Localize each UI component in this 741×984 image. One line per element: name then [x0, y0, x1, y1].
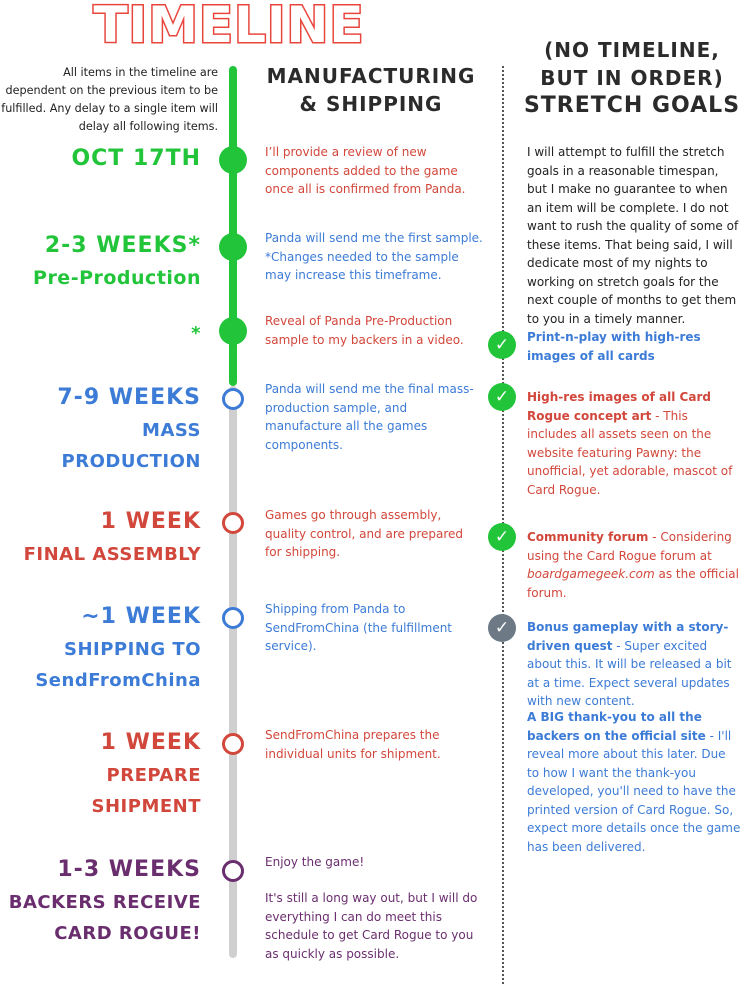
check-icon-1: ✓ [488, 331, 516, 359]
timeline-label-6-main: ~1 WEEK [81, 604, 201, 629]
stretch-goal-2-title: High-res images of all Card Rogue concep… [527, 390, 711, 423]
timeline-track-pending [229, 386, 237, 958]
stretch-goals-header: (NO TIMELINE, BUT IN ORDER) STRETCH GOAL… [520, 36, 741, 120]
stretch-goal-3: Community forum - Considering using the … [527, 528, 741, 602]
timeline-dot-4 [222, 388, 244, 410]
stretch-goal-5-title: A BIG thank-you to all the backers on th… [527, 710, 706, 743]
stretch-goal-4-body: - Super excited about this. It will be r… [527, 638, 732, 709]
stretch-header-line-3: STRETCH GOALS [523, 93, 741, 118]
timeline-label-1-main: OCT 17TH [71, 146, 201, 171]
stretch-goal-5: A BIG thank-you to all the backers on th… [527, 708, 741, 856]
timeline-label-4: 7-9 WEEKS MASS PRODUCTION [57, 381, 201, 477]
check-icon-4: ✓ [488, 614, 516, 642]
timeline-label-8: 1-3 WEEKS BACKERS RECEIVE CARD ROGUE! [9, 853, 201, 949]
check-icon-3: ✓ [488, 523, 516, 551]
timeline-desc-3: Reveal of Panda Pre-Production sample to… [265, 314, 464, 347]
timeline-desc-8b: It's still a long way out, but I will do… [265, 891, 478, 961]
timeline-desc-8: Enjoy the game! [265, 855, 365, 869]
timeline-label-3-main: * [191, 323, 201, 344]
timeline-track-complete [229, 66, 237, 386]
stretch-header-line-2: BUT IN ORDER) [540, 66, 724, 90]
timeline-desc-7: SendFromChina prepares the individual un… [265, 728, 441, 761]
stretch-goal-2-body: - This includes all assets seen on the w… [527, 408, 733, 497]
timeline-label-2-sub: Pre-Production [33, 267, 201, 289]
manufacturing-header-line-1: MANUFACTURING [266, 64, 476, 88]
timeline-dot-2 [219, 233, 247, 261]
stretch-goal-1-title: Print-n-play with high-res images of all… [527, 330, 701, 363]
page-title: TIMELINE [92, 0, 365, 56]
timeline-dot-8 [222, 860, 244, 882]
timeline-label-8-main: 1-3 WEEKS [57, 857, 201, 882]
timeline-dot-7 [222, 733, 244, 755]
stretch-goal-1: Print-n-play with high-res images of all… [527, 328, 741, 365]
timeline-label-8-sub: BACKERS RECEIVE CARD ROGUE! [8, 892, 201, 944]
stretch-goal-3-body-pre: - Considering using the Card Rogue forum… [527, 530, 732, 563]
timeline-label-3: * [191, 318, 201, 349]
stretch-goal-3-link: boardgamegeek.com [527, 567, 655, 581]
timeline-desc-5: Games go through assembly, quality contr… [265, 508, 464, 559]
timeline-label-2: 2-3 WEEKS* Pre-Production [33, 229, 201, 294]
timeline-label-4-sub: MASS PRODUCTION [61, 420, 201, 472]
timeline-label-2-main: 2-3 WEEKS* [44, 233, 201, 258]
timeline-dot-5 [222, 512, 244, 534]
timeline-label-7-main: 1 WEEK [100, 730, 201, 755]
timeline-label-4-main: 7-9 WEEKS [57, 385, 201, 410]
intro-note: All items in the timeline are dependent … [1, 66, 218, 133]
timeline-desc-1: I’ll provide a review of new components … [265, 145, 466, 196]
stretch-goal-3-title: Community forum [527, 530, 649, 544]
timeline-label-5-sub: FINAL ASSEMBLY [23, 544, 201, 565]
timeline-label-5: 1 WEEK FINAL ASSEMBLY [24, 505, 201, 570]
timeline-dot-3 [219, 317, 247, 345]
check-icon-2: ✓ [488, 383, 516, 411]
manufacturing-header-line-2: & SHIPPING [299, 92, 443, 116]
stretch-goal-4: Bonus gameplay with a story-driven quest… [527, 618, 741, 711]
stretch-goal-3-body-post: as the official forum. [527, 567, 739, 600]
timeline-label-1: OCT 17TH [71, 142, 201, 176]
timeline-label-5-main: 1 WEEK [100, 509, 201, 534]
timeline-dot-1 [219, 146, 247, 174]
stretch-goal-4-title: Bonus gameplay with a story-driven quest [527, 620, 729, 653]
timeline-desc-4: Panda will send me the final mass-produc… [265, 382, 474, 452]
timeline-desc-2: Panda will send me the first sample. *Ch… [265, 231, 483, 282]
timeline-dot-6 [222, 607, 244, 629]
timeline-desc-6: Shipping from Panda to SendFromChina (th… [265, 602, 453, 653]
stretch-intro: I will attempt to fulfill the stretch go… [527, 145, 739, 326]
timeline-label-7-sub: PREPARE SHIPMENT [91, 765, 201, 817]
stretch-goal-2: High-res images of all Card Rogue concep… [527, 388, 741, 499]
timeline-label-6-sub: SHIPPING TO SendFromChina [35, 639, 201, 691]
manufacturing-header: MANUFACTURING & SHIPPING [256, 62, 486, 118]
stretch-header-line-1: (NO TIMELINE, [544, 38, 720, 62]
timeline-label-6: ~1 WEEK SHIPPING TO SendFromChina [35, 600, 201, 696]
timeline-label-7: 1 WEEK PREPARE SHIPMENT [92, 726, 201, 822]
stretch-goal-5-body: - I'll reveal more about this later. Due… [527, 728, 741, 854]
